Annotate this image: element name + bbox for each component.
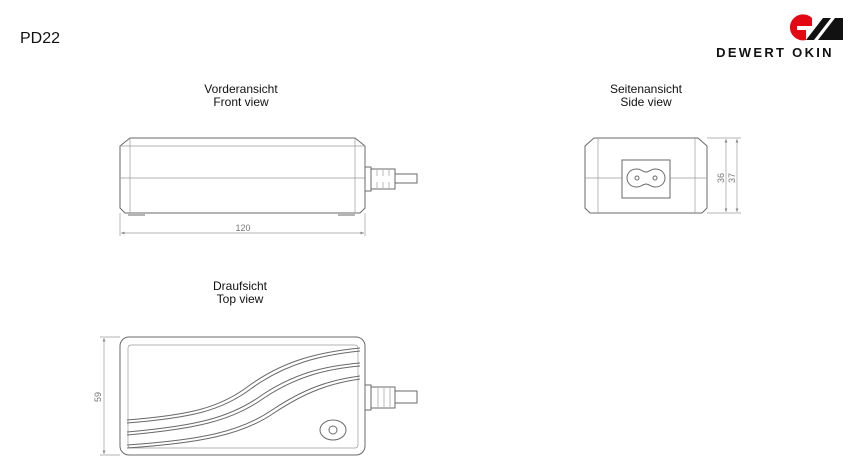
front-view-title-en: Front view — [213, 95, 269, 109]
power-switch — [319, 419, 347, 441]
cable-strain-relief — [364, 166, 418, 192]
width-dimension: 120 — [235, 223, 250, 233]
height-dimension-37: 37 — [727, 173, 737, 183]
dewert-okin-logo: DEWERT OKIN — [716, 14, 843, 60]
front-view-title-de: Vorderansicht — [204, 82, 278, 96]
top-view: Draufsicht Top view 59 — [93, 279, 418, 456]
top-view-title-de: Draufsicht — [213, 279, 268, 293]
side-view: Seitenansicht Side view 36 37 — [584, 82, 741, 214]
model-title: PD22 — [20, 30, 60, 47]
depth-dimension: 59 — [93, 392, 103, 402]
height-dimension-36: 36 — [716, 173, 726, 183]
side-view-title-de: Seitenansicht — [610, 82, 683, 96]
front-view: Vorderansicht Front view 120 — [119, 82, 418, 236]
top-view-title-en: Top view — [217, 292, 264, 306]
logo-text: DEWERT OKIN — [716, 45, 834, 60]
side-view-title-en: Side view — [620, 95, 672, 109]
